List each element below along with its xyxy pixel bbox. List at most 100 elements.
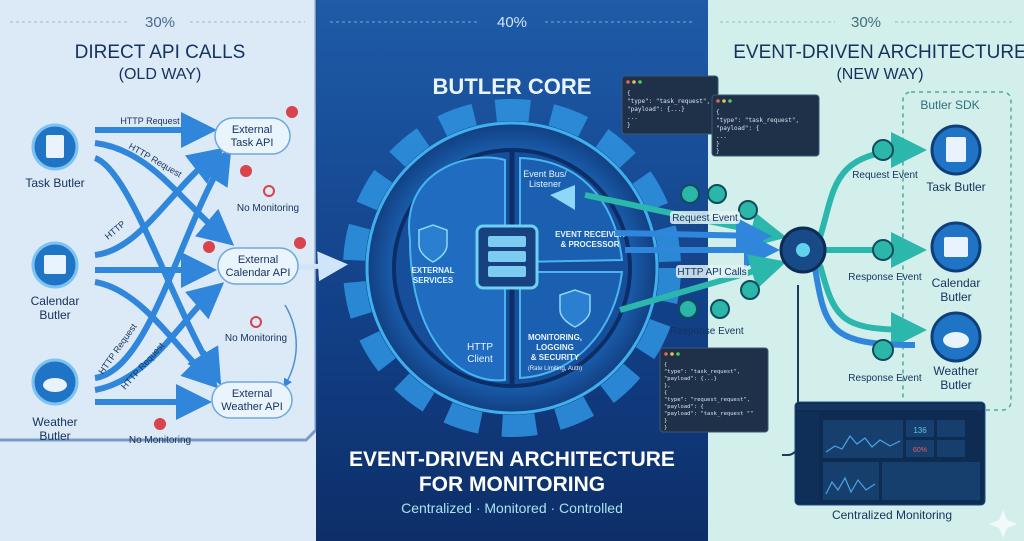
- clipboard-icon: [46, 135, 64, 158]
- left-arrows: [93, 112, 235, 420]
- brain-icon: [408, 156, 506, 382]
- code-line: "payload": {: [664, 404, 704, 410]
- butler-label: Butler: [940, 378, 971, 392]
- code-line: ...: [627, 114, 638, 121]
- no-monitoring-label: No Monitoring: [237, 203, 299, 214]
- code-line: ...: [716, 133, 727, 140]
- code-line: {: [664, 390, 667, 396]
- butler-sdk-label: Butler SDK: [920, 98, 979, 112]
- butler-label: Butler: [940, 290, 971, 304]
- flow-label: Request Event: [672, 213, 738, 224]
- error-icon: [286, 106, 298, 118]
- api-label: Calendar API: [226, 267, 291, 279]
- butler-label: Calendar: [932, 276, 981, 290]
- flow-label: Response Event: [670, 326, 744, 337]
- code-line: "payload": {...}: [627, 106, 685, 113]
- monitoring-dashboard: 136 60%: [794, 401, 986, 506]
- no-entry-icon: [250, 316, 262, 328]
- sdk-calendar-butler: Calendar Butler: [930, 221, 982, 304]
- event-node-icon: [680, 184, 700, 204]
- event-bus-label: Listener: [529, 179, 561, 189]
- event-hub: [779, 226, 827, 274]
- external-weather-api: External Weather API: [211, 381, 293, 419]
- event-node-icon: [678, 299, 698, 319]
- receiver-label: EVENT RECEIVER: [555, 230, 625, 239]
- code-line: }: [664, 425, 667, 431]
- task-butler-node: Task Butler: [25, 123, 85, 190]
- flow-label: Response Event: [848, 272, 922, 283]
- monitoring-label: LOGGING: [536, 343, 574, 352]
- code-line: "payload": "task_request "": [664, 411, 753, 417]
- error-icons: [154, 106, 306, 430]
- butler-label: Task Butler: [25, 176, 84, 190]
- dashboard-percent: 60%: [913, 447, 927, 454]
- api-label: External: [238, 254, 278, 266]
- monitoring-label: MONITORING,: [528, 333, 582, 342]
- code-line: "type": "task_request",: [627, 98, 710, 105]
- http-client-label: Client: [467, 354, 493, 365]
- center-percentage: 40%: [497, 14, 527, 31]
- monitoring-label: (Rate Limiting, Auth): [528, 366, 582, 372]
- no-monitoring-label: No Monitoring: [129, 435, 191, 446]
- external-services-label: EXTERNAL: [411, 266, 454, 275]
- butler-label: Butler: [39, 429, 70, 443]
- api-label: External: [232, 124, 272, 136]
- code-line: {: [716, 109, 720, 116]
- bottom-title-line-2: FOR MONITORING: [419, 473, 605, 496]
- percentage-header: 30% 40% 30%: [10, 14, 1015, 31]
- right-title: EVENT-DRIVEN ARCHITECTURE: [733, 42, 1024, 63]
- no-monitoring-label: No Monitoring: [225, 333, 287, 344]
- monitoring-label: & SECURITY: [531, 353, 580, 362]
- right-flows: [584, 132, 927, 348]
- http-client-label: HTTP: [467, 342, 493, 353]
- external-task-api: External Task API: [214, 117, 291, 155]
- cloud-icon: [43, 378, 67, 392]
- dashboard-metric: 136: [913, 426, 927, 435]
- lock-shield-icon: [559, 289, 591, 328]
- code-line: }: [716, 148, 720, 155]
- cloud-icon: [943, 332, 969, 348]
- flow-label: Request Event: [852, 170, 918, 181]
- code-line: "type": "task_request",: [664, 369, 740, 375]
- butler-label: Calendar: [31, 294, 80, 308]
- megaphone-icon: [550, 185, 575, 210]
- butler-label: Butler: [39, 308, 70, 322]
- event-node-icon: [872, 239, 894, 261]
- api-label: Weather API: [221, 401, 283, 413]
- butler-label: Weather: [32, 415, 77, 429]
- code-line: "type": "task_request",: [716, 117, 799, 124]
- event-node-icon: [710, 299, 730, 319]
- code-line: "payload": {...}: [664, 376, 717, 382]
- calendar-butler-node: Calendar Butler: [31, 241, 80, 322]
- butler-core-gear: [343, 99, 681, 437]
- event-node-icon: [738, 200, 758, 220]
- event-node-icon: [872, 139, 894, 161]
- flow-label: Response Event: [848, 373, 922, 384]
- bottom-title-line-1: EVENT-DRIVEN ARCHITECTURE: [349, 448, 675, 471]
- code-line: },: [664, 383, 671, 389]
- code-line: {: [627, 90, 631, 97]
- butler-core-title: BUTLER CORE: [433, 74, 592, 99]
- external-calendar-api: External Calendar API: [217, 247, 299, 285]
- code-line: }: [664, 418, 667, 424]
- error-icon: [203, 241, 215, 253]
- calendar-icon: [44, 255, 66, 274]
- left-subtitle: (OLD WAY): [119, 66, 202, 83]
- hub-icon: [796, 243, 810, 257]
- sdk-task-butler: Task Butler: [926, 124, 986, 194]
- code-line: }: [627, 122, 631, 129]
- butler-label: Weather: [933, 364, 978, 378]
- error-icon: [294, 237, 306, 249]
- left-title: DIRECT API CALLS: [75, 42, 246, 63]
- dashboard-caption: Centralized Monitoring: [832, 508, 952, 522]
- external-services-label: SERVICES: [413, 276, 454, 285]
- weather-butler-node: Weather Butler: [31, 358, 79, 443]
- code-window-c: { "type": "task_request", "payload": {..…: [659, 347, 769, 433]
- right-subtitle: (NEW WAY): [836, 66, 923, 83]
- calendar-icon: [944, 237, 968, 257]
- tagline: Centralized · Monitored · Controlled: [401, 500, 623, 516]
- code-line: }: [716, 141, 720, 148]
- event-node-icon: [707, 184, 727, 204]
- code-window-a: { "type": "task_request", "payload": {..…: [621, 75, 719, 135]
